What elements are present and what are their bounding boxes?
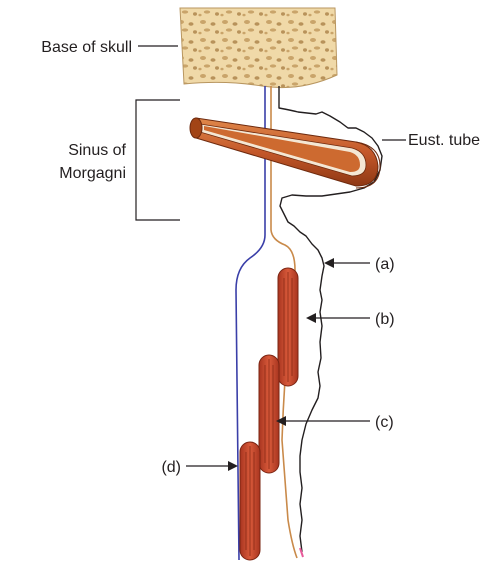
label-base-of-skull: Base of skull [41,39,132,56]
skull-base-bone [180,8,337,88]
sinus-bracket [136,100,180,220]
muscle-c [259,355,279,473]
label-eust-tube: Eust. tube [408,132,480,149]
label-sinus-line1: Sinus of [68,142,126,159]
label-sinus-line2: Morgagni [59,165,126,182]
arrow-b [306,313,370,323]
label-d: (d) [161,459,181,476]
label-b: (b) [375,311,395,328]
muscle-b [278,268,298,386]
mucosa-end-mark [300,548,303,557]
label-a: (a) [375,256,395,273]
label-c: (c) [375,414,394,431]
muscle-d [240,442,260,560]
arrow-d [186,461,238,471]
arrow-c [276,416,370,426]
arrow-a [324,258,370,268]
